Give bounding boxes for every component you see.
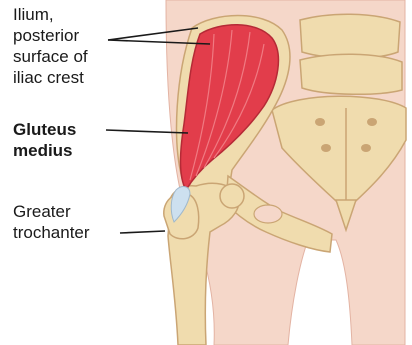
- label-insertion: Greater trochanter: [13, 201, 90, 243]
- femoral-head: [220, 184, 244, 208]
- obturator-foramen: [254, 205, 282, 223]
- label-muscle: Gluteus medius: [13, 119, 76, 161]
- label-origin: Ilium, posterior surface of iliac crest: [13, 4, 88, 88]
